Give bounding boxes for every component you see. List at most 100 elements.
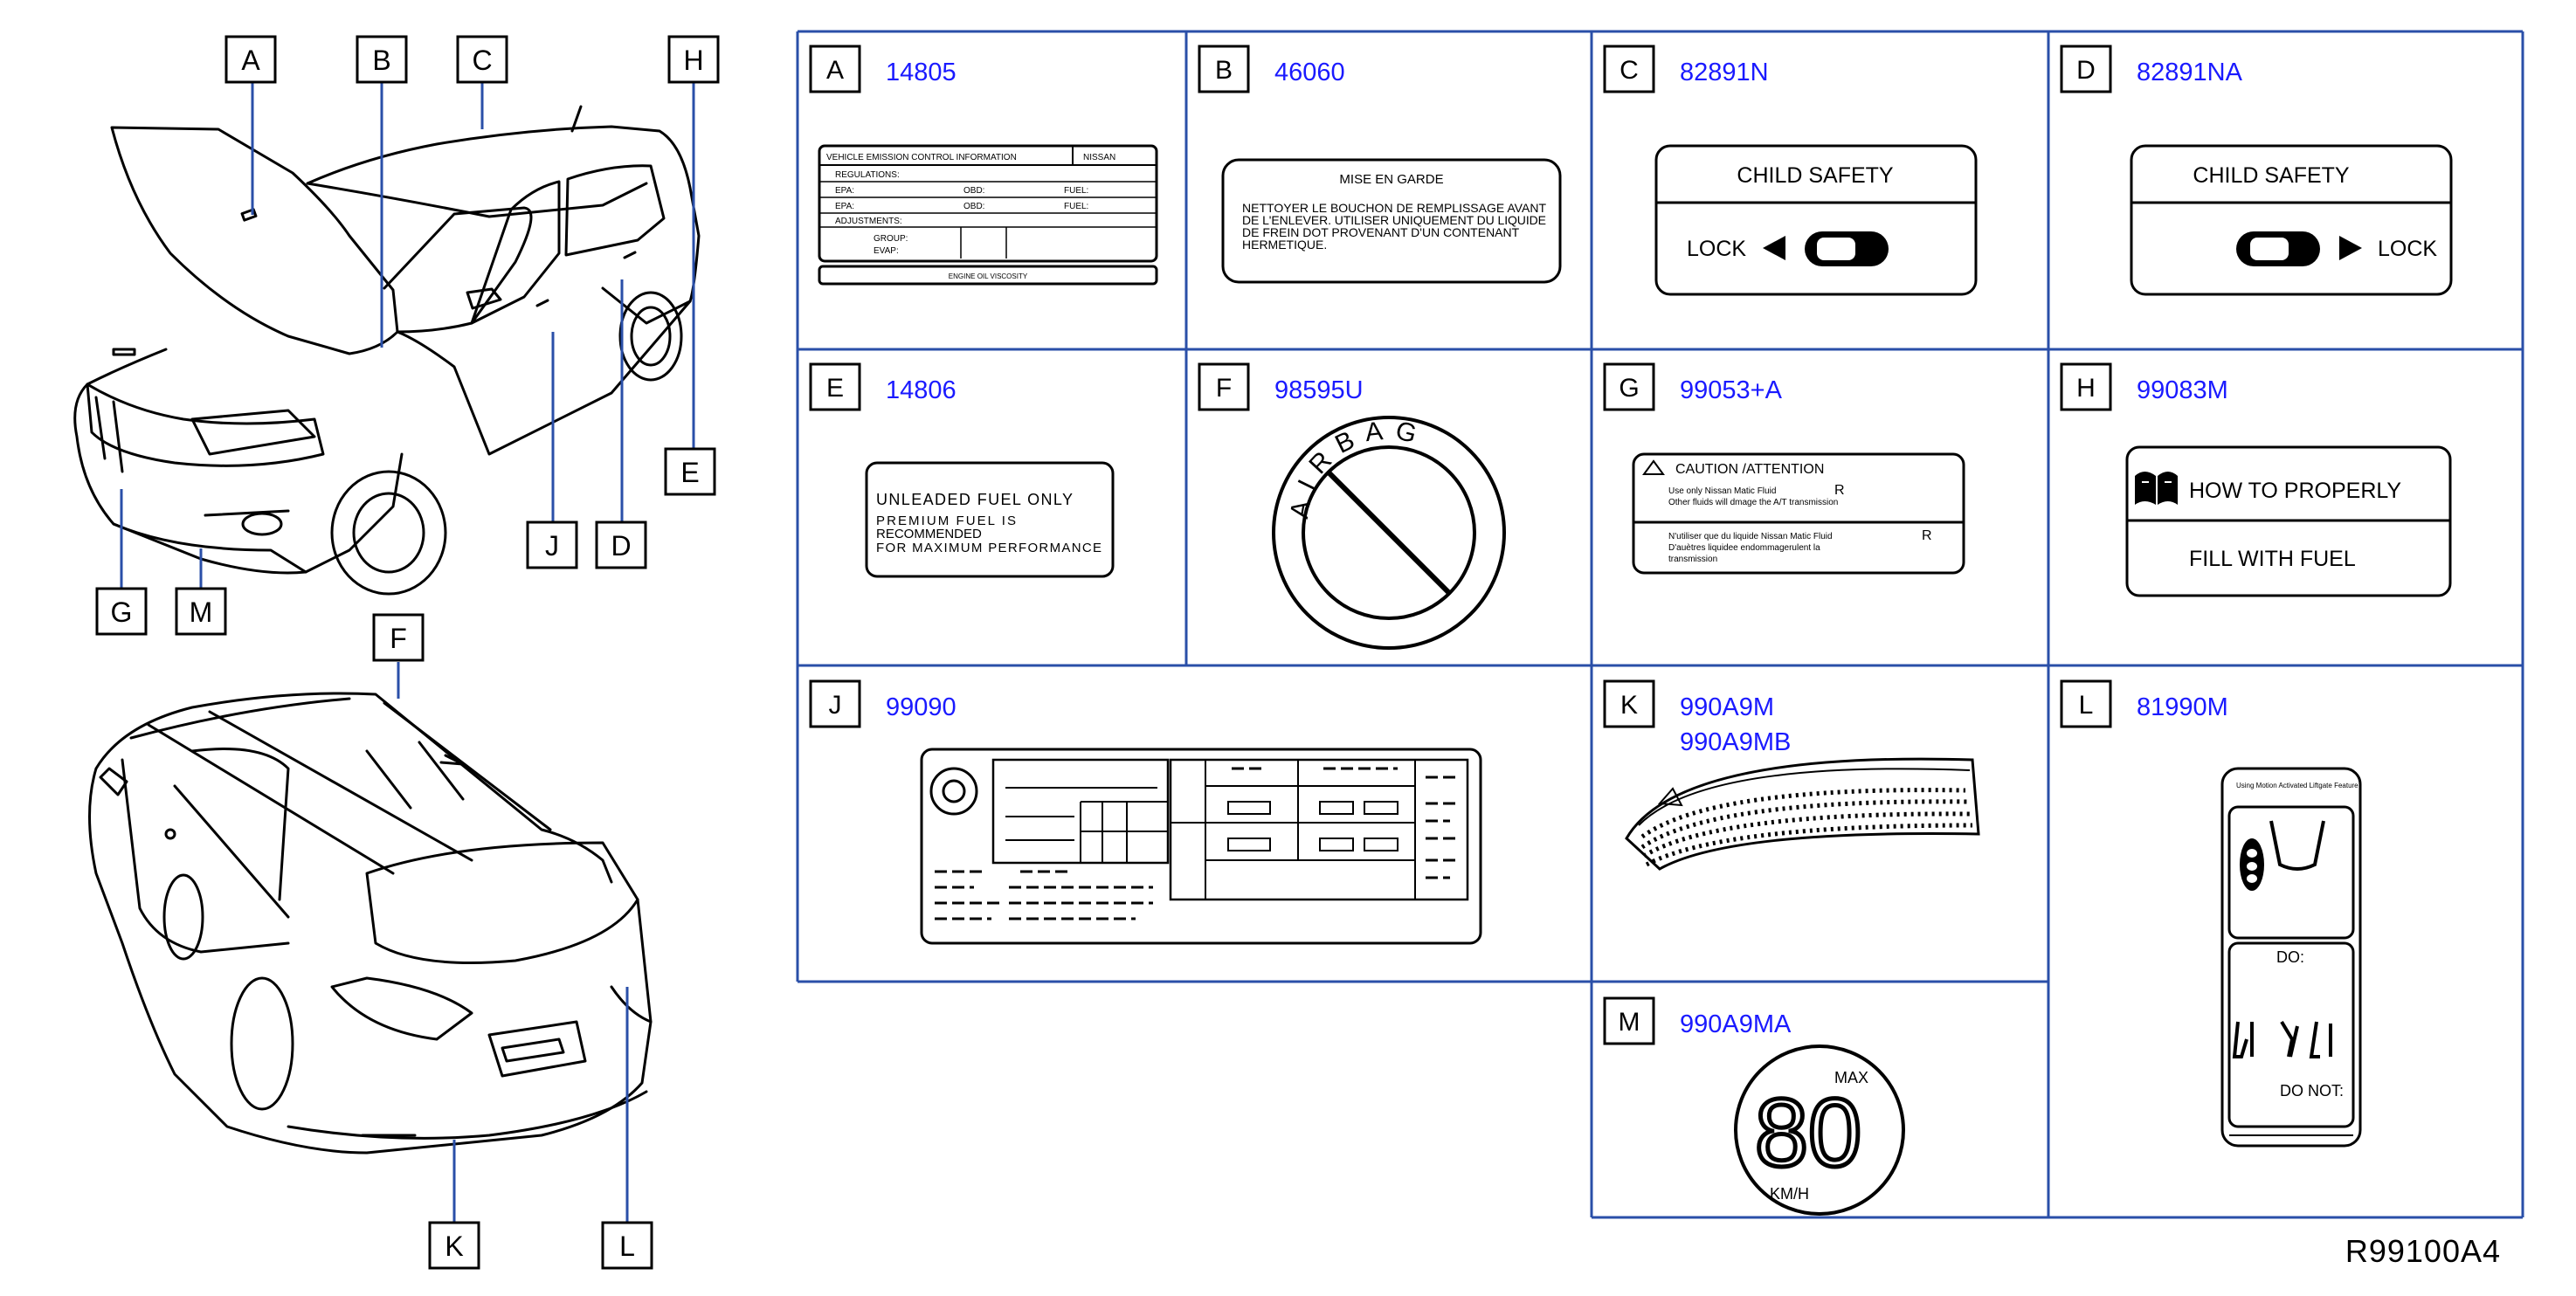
svg-text:HERMETIQUE.: HERMETIQUE. <box>1242 238 1327 252</box>
label-b-mise-en-garde: MISE EN GARDE NETTOYER LE BOUCHON DE REM… <box>1221 158 1562 284</box>
svg-text:A: A <box>826 56 844 85</box>
label-k-curved <box>1625 757 1980 871</box>
svg-text:HOW TO PROPERLY: HOW TO PROPERLY <box>2189 479 2401 503</box>
svg-text:E: E <box>680 457 699 488</box>
svg-text:PREMIUM FUEL IS: PREMIUM FUEL IS <box>876 514 1016 528</box>
label-e-unleaded-fuel: UNLEADED FUEL ONLY PREMIUM FUEL IS RECOM… <box>865 461 1115 578</box>
svg-text:OBD:: OBD: <box>963 186 984 196</box>
svg-text:Using Motion Activated Liftgat: Using Motion Activated Liftgate Feature <box>2236 782 2358 789</box>
svg-text:NISSAN: NISSAN <box>1083 153 1115 162</box>
part-number-f: 98595U <box>1274 376 1364 404</box>
callout-l: L <box>601 1221 653 1270</box>
svg-text:L: L <box>619 1231 635 1262</box>
svg-text:OBD:: OBD: <box>963 202 984 211</box>
label-j-tire-placard <box>920 748 1482 945</box>
svg-text:Use only Nissan Matic Fluid: Use only Nissan Matic Fluid <box>1668 486 1776 496</box>
callout-c: C <box>456 35 508 84</box>
svg-text:C: C <box>472 45 492 76</box>
svg-text:J: J <box>545 530 559 562</box>
svg-text:EPA:: EPA: <box>835 186 854 196</box>
label-d-child-safety: CHILD SAFETY LOCK <box>2130 144 2453 296</box>
label-l-liftgate: Using Motion Activated Liftgate Feature … <box>2220 767 2362 1148</box>
svg-text:N'utiliser que du liquide Niss: N'utiliser que du liquide Nissan Matic F… <box>1668 532 1833 541</box>
svg-text:K: K <box>1620 691 1638 720</box>
cell-f-header: F 98595U <box>1198 362 1364 411</box>
svg-text:RECOMMENDED: RECOMMENDED <box>876 527 982 541</box>
svg-text:ADJUSTMENTS:: ADJUSTMENTS: <box>835 217 902 226</box>
svg-text:EPA:: EPA: <box>835 202 854 211</box>
svg-text:D: D <box>611 530 631 562</box>
svg-text:NETTOYER LE BOUCHON DE REMPLIS: NETTOYER LE BOUCHON DE REMPLISSAGE AVANT <box>1242 201 1546 215</box>
svg-text:MISE EN GARDE: MISE EN GARDE <box>1339 172 1443 187</box>
svg-text:E: E <box>826 374 844 403</box>
svg-text:L: L <box>2079 691 2094 720</box>
svg-text:LOCK: LOCK <box>1687 237 1746 261</box>
part-number-d: 82891NA <box>2137 59 2243 86</box>
part-number-j: 99090 <box>886 693 957 721</box>
svg-text:J: J <box>829 691 842 720</box>
svg-text:DO NOT:: DO NOT: <box>2280 1082 2344 1100</box>
svg-text:DO:: DO: <box>2276 948 2304 966</box>
arrow-right-icon <box>2339 236 2362 260</box>
svg-text:REGULATIONS:: REGULATIONS: <box>835 170 900 180</box>
leader-lines <box>120 79 695 1224</box>
svg-text:EVAP:: EVAP: <box>874 246 899 256</box>
callout-k: K <box>428 1221 480 1270</box>
svg-text:K: K <box>445 1231 463 1262</box>
label-c-child-safety: CHILD SAFETY LOCK <box>1654 144 1978 296</box>
speed-value: 80 <box>1755 1079 1861 1187</box>
cell-a-header: A 14805 <box>809 45 957 93</box>
part-number-a: 14805 <box>886 59 957 86</box>
callout-g: G <box>95 587 148 636</box>
svg-text:Other fluids will dmage the A/: Other fluids will dmage the A/T transmis… <box>1668 498 1838 507</box>
part-number-m: 990A9MA <box>1680 1010 1792 1038</box>
callout-h: H <box>667 35 720 84</box>
svg-text:FUEL:: FUEL: <box>1064 202 1088 211</box>
svg-text:G: G <box>1619 374 1639 403</box>
svg-text:KM/H: KM/H <box>1770 1185 1809 1203</box>
svg-text:A: A <box>241 45 260 76</box>
callout-m: M <box>175 587 227 636</box>
svg-text:G: G <box>111 596 133 628</box>
svg-text:FUEL:: FUEL: <box>1064 186 1088 196</box>
svg-text:FOR MAXIMUM PERFORMANCE: FOR MAXIMUM PERFORMANCE <box>876 541 1102 555</box>
label-h-fill-fuel: HOW TO PROPERLY FILL WITH FUEL <box>2125 445 2452 597</box>
svg-text:MAX: MAX <box>1834 1069 1868 1086</box>
svg-text:transmission: transmission <box>1668 555 1717 564</box>
part-number-c: 82891N <box>1680 59 1769 86</box>
label-f-airbag: AIRBAG <box>1272 416 1506 650</box>
svg-text:D: D <box>2076 56 2096 85</box>
svg-text:M: M <box>190 596 213 628</box>
cell-h-header: H 99083M <box>2060 362 2228 411</box>
callout-b: B <box>356 35 408 84</box>
parts-grid-lines <box>796 30 2524 1219</box>
svg-text:D'auètres liquidee endommageru: D'auètres liquidee endommagerulent la <box>1668 543 1820 553</box>
svg-text:R: R <box>1922 528 1932 543</box>
warning-triangle-icon <box>1657 787 1683 807</box>
svg-text:CHILD SAFETY: CHILD SAFETY <box>1737 163 1894 188</box>
svg-text:DE L'ENLEVER. UTILISER UNIQUEM: DE L'ENLEVER. UTILISER UNIQUEMENT DU LIQ… <box>1242 213 1546 227</box>
warning-triangle-icon <box>1642 459 1665 475</box>
svg-text:H: H <box>2076 374 2096 403</box>
svg-text:CHILD SAFETY: CHILD SAFETY <box>2193 163 2350 188</box>
callout-f: F <box>372 613 425 662</box>
svg-text:F: F <box>1216 374 1232 403</box>
svg-text:UNLEADED FUEL ONLY: UNLEADED FUEL ONLY <box>876 491 1073 508</box>
front-vehicle-drawing <box>73 105 701 596</box>
svg-text:DE FREIN DOT PROVENANT D'UN CO: DE FREIN DOT PROVENANT D'UN CONTENANT <box>1242 225 1520 239</box>
reference-code: R99100A4 <box>2345 1233 2501 1269</box>
cell-d-header: D 82891NA <box>2060 45 2243 93</box>
manual-book-icon <box>2135 472 2178 505</box>
part-number-e: 14806 <box>886 376 957 404</box>
part-number-h: 99083M <box>2137 376 2228 404</box>
part-number-l: 81990M <box>2137 693 2228 721</box>
part-number-k-2: 990A9MB <box>1680 728 1791 756</box>
svg-text:R: R <box>1834 483 1845 498</box>
svg-text:CAUTION /ATTENTION: CAUTION /ATTENTION <box>1675 462 1824 477</box>
cell-e-header: E 14806 <box>809 362 957 411</box>
